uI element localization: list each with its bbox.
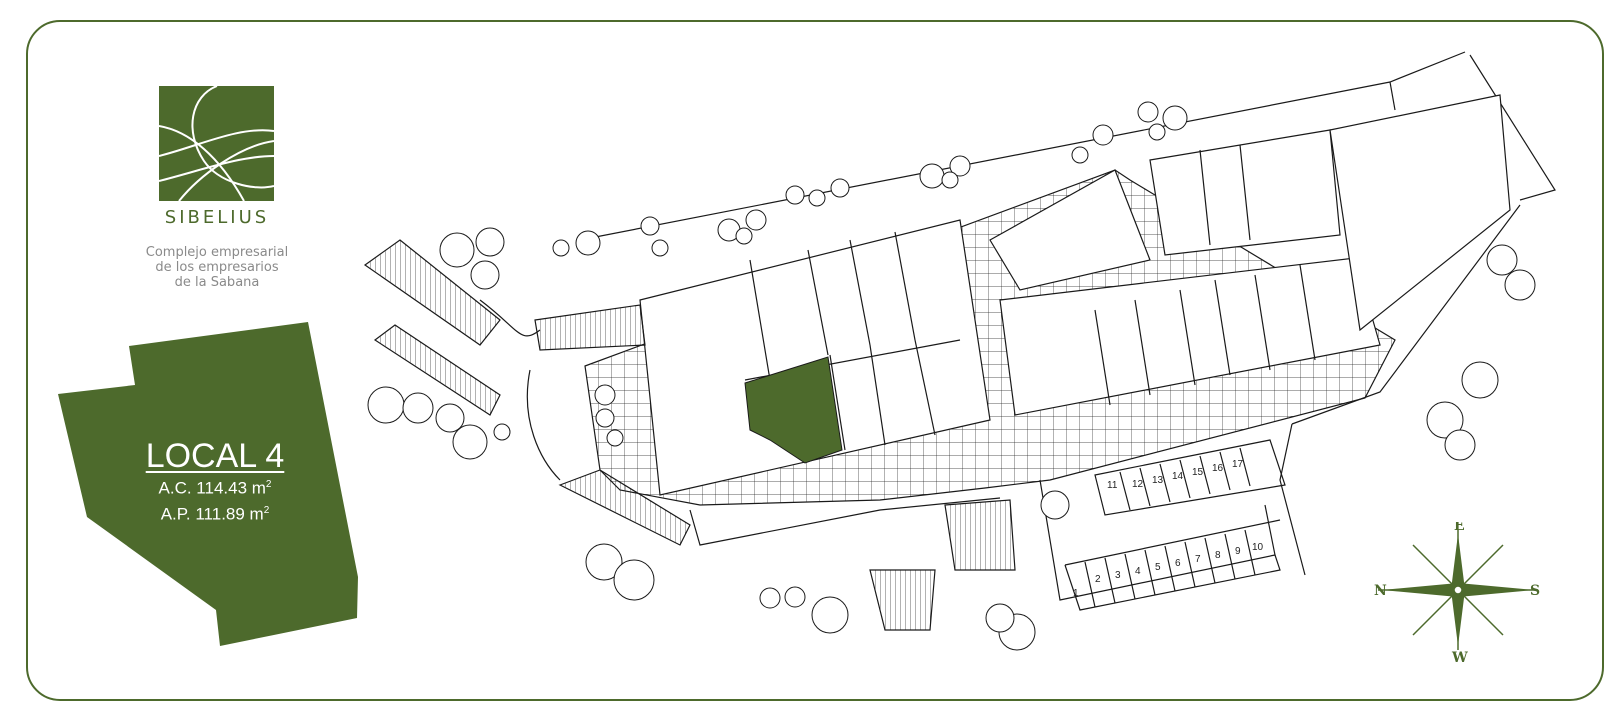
unit-ac-area: A.C. 114.43 m2 <box>115 474 315 500</box>
parking-label-6: 6 <box>1175 558 1181 569</box>
parking-label-4: 4 <box>1135 566 1141 577</box>
site-plan: 11 12 13 14 15 16 17 1 2 3 4 5 6 7 8 9 1… <box>363 51 1556 651</box>
unit-ap-label: A.P. 111.89 m <box>160 504 264 524</box>
sibelius-logo <box>159 86 274 201</box>
unit-ap-exponent: 2 <box>263 504 270 516</box>
parking-label-16: 16 <box>1212 463 1224 474</box>
unit-shape <box>58 322 358 646</box>
parking-label-2: 2 <box>1095 574 1101 585</box>
compass-south-label: S <box>1530 583 1540 599</box>
parking-label-8: 8 <box>1215 550 1221 561</box>
unit-name: LOCAL 4 <box>145 437 285 475</box>
unit-ac-exponent: 2 <box>265 479 272 490</box>
compass-east-label: E <box>1454 522 1465 534</box>
parking-label-12: 12 <box>1132 479 1144 490</box>
tagline-line-2: de los empresarios <box>155 260 279 275</box>
parking-label-3: 3 <box>1115 570 1121 581</box>
parking-label-13: 13 <box>1152 475 1164 486</box>
brand-name: SIBELIUS <box>164 207 270 228</box>
compass-rose-icon: E N S W <box>1374 522 1540 662</box>
tree-icons <box>367 101 1536 651</box>
tagline-line-3: de la Sabana <box>174 275 260 290</box>
parking-label-10: 10 <box>1252 542 1264 553</box>
unit-info: LOCAL 4 A.C. 114.43 m2 A.P. 111.89 m2 <box>115 438 315 525</box>
parking-label-9: 9 <box>1235 546 1241 557</box>
parking-label-1: 1 <box>1073 588 1079 599</box>
parking-label-17: 17 <box>1232 459 1244 470</box>
brand-tagline: Complejo empresarial de los empresarios … <box>110 245 324 290</box>
tagline-line-1: Complejo empresarial <box>145 245 289 260</box>
parking-label-7: 7 <box>1195 554 1201 565</box>
unit-ap-area: A.P. 111.89 m2 <box>115 500 315 526</box>
compass-west-label: W <box>1451 650 1468 662</box>
unit-ac-label: A.C. 114.43 m <box>158 478 266 498</box>
parking-label-14: 14 <box>1172 471 1184 482</box>
compass-north-label: N <box>1374 583 1387 599</box>
parking-label-5: 5 <box>1155 562 1161 573</box>
parking-label-15: 15 <box>1192 467 1204 478</box>
page-frame <box>26 20 1604 701</box>
parking-label-11: 11 <box>1107 480 1118 491</box>
highlighted-unit[interactable] <box>744 356 843 464</box>
